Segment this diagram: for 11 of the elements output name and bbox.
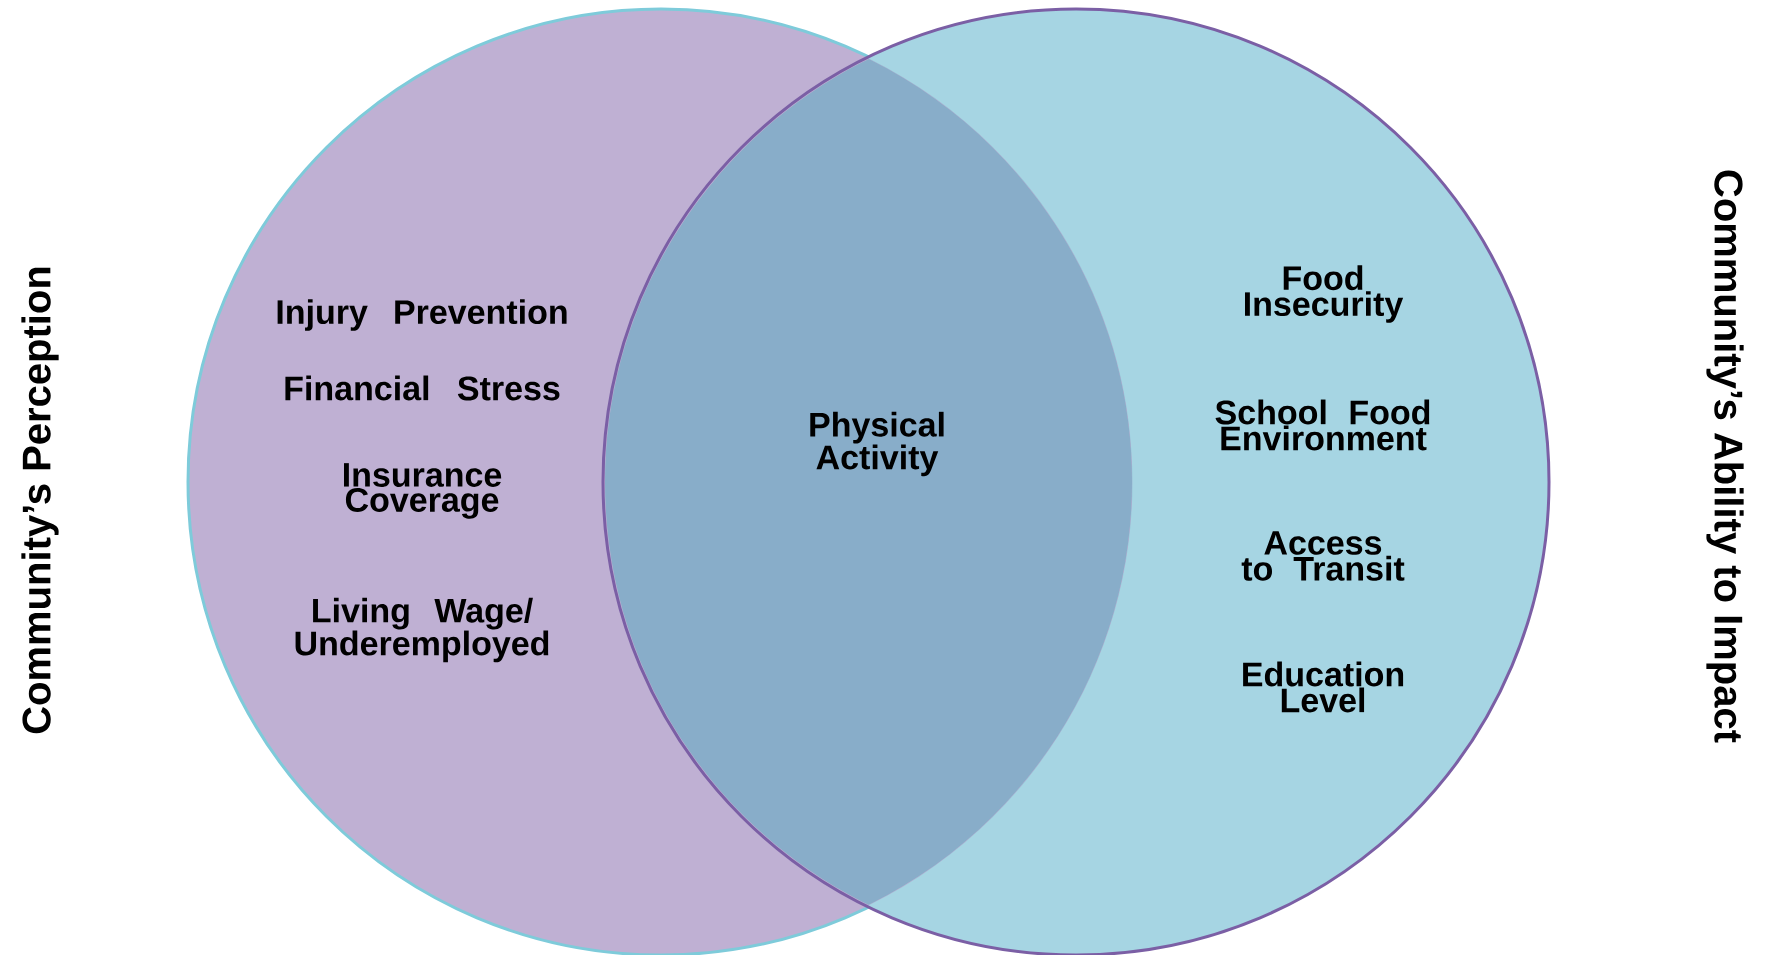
circle-label: Food Insecurity [1244,265,1404,323]
circle-label: Access to Transit [1241,531,1405,581]
circle-label: Financial Stress [285,375,560,401]
circle-label: Injury Prevention [277,299,567,331]
circle-label: Insurance Coverage [343,463,502,519]
side-label: Community’s Ability to Impact [1706,170,1744,743]
overlap-label: Physical Activity [810,411,944,477]
side-label: Community’s Perception [21,267,59,734]
circle-label: Education Level [1243,661,1404,713]
circle-label: Living Wage/ Underemployed [295,597,549,663]
circle-label: School Food Environment [1215,399,1430,451]
